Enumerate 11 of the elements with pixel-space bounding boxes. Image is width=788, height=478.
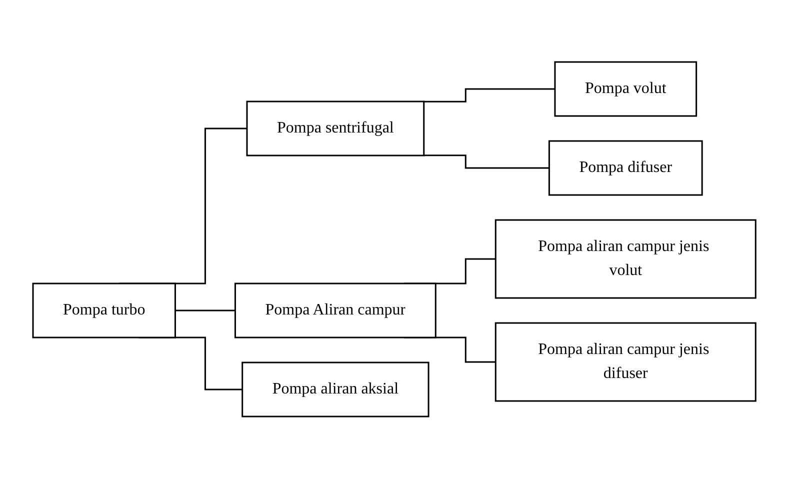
node-box: Pompa turbo xyxy=(32,282,176,338)
node-box: Pompa volut xyxy=(554,61,697,116)
connector xyxy=(424,88,556,102)
connector xyxy=(424,154,550,168)
connector xyxy=(174,310,236,311)
node-box: Pompa Aliran campur xyxy=(234,282,436,338)
node-box: Pompa aliran aksial xyxy=(241,362,429,417)
node-box: Pompa difuser xyxy=(548,140,702,196)
node-box: Pompa sentrifugal xyxy=(246,100,424,156)
node-box: Pompa aliran campur jenis volut xyxy=(494,219,756,298)
node-box: Pompa aliran campur jenis difuser xyxy=(494,322,756,402)
